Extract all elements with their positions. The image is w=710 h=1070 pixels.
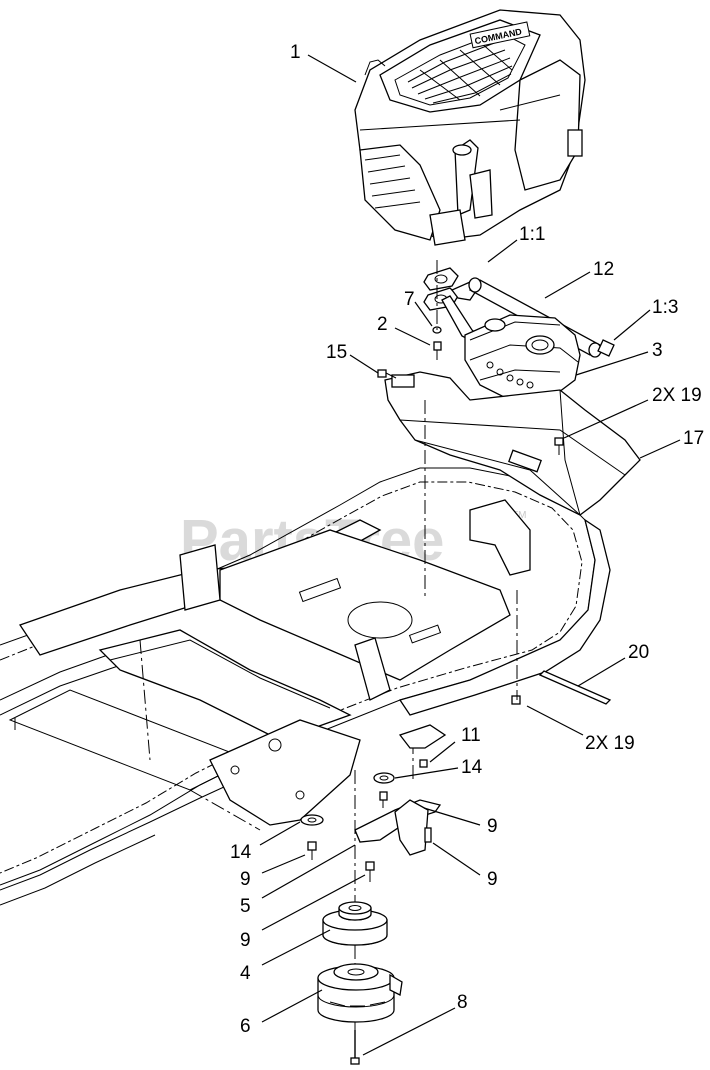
electric-clutch [317, 963, 403, 1023]
bolt-9-mid [365, 861, 375, 882]
pulley [322, 901, 388, 946]
engine-side-box [567, 129, 583, 157]
callout-15: 15 [326, 342, 347, 363]
callout-3: 3 [652, 340, 663, 361]
callout-8: 8 [457, 992, 468, 1013]
callout-1-1: 1:1 [519, 224, 545, 245]
bolt-9-left [307, 841, 317, 860]
bolt-2 [433, 341, 442, 360]
callout-17: 17 [683, 428, 704, 449]
callout-7: 7 [404, 289, 415, 310]
spacer-14-left [300, 814, 324, 826]
callout-14-right: 14 [461, 757, 483, 778]
engine-brand-plaque [469, 21, 531, 49]
callout-20: 20 [628, 642, 649, 663]
callout-labels: 1 1:1 12 1:3 7 2 3 15 2X 19 17 20 2X 19 … [230, 42, 704, 1037]
bolt-19-top [554, 437, 564, 455]
shield-tab-left [391, 374, 415, 388]
callout-2x19-top: 2X 19 [652, 385, 702, 406]
long-bolt [350, 1030, 360, 1065]
bolt-19-bottom [511, 695, 521, 705]
callout-12: 12 [593, 259, 614, 280]
clutch-bracket [354, 799, 442, 856]
bolt-small-right [379, 791, 388, 808]
callout-1-3: 1:3 [652, 297, 678, 318]
spacer-14-right [373, 772, 395, 784]
callout-5: 5 [240, 896, 251, 917]
bolt-11 [419, 759, 428, 768]
callout-1: 1 [290, 42, 301, 63]
muffler [464, 314, 581, 401]
bolt-15 [377, 369, 397, 379]
callout-2x19-bottom: 2X 19 [585, 733, 635, 754]
upper-bracket [398, 724, 447, 749]
callout-14-left: 14 [230, 842, 252, 863]
leader-lines [259, 54, 681, 1056]
chassis-frame [0, 467, 611, 906]
engine-assembly: COMMAND [354, 9, 586, 246]
callout-4: 4 [240, 963, 251, 984]
watermark-trademark: TM [512, 510, 526, 521]
rod-20 [538, 670, 612, 705]
heat-shield [384, 371, 641, 516]
callout-9-right-lower: 9 [487, 869, 498, 890]
engine-grill [394, 31, 526, 106]
callout-9-lower: 9 [240, 930, 251, 951]
callout-6: 6 [240, 1016, 251, 1037]
shield-tab-right [508, 449, 542, 473]
callout-9-right-upper: 9 [487, 816, 498, 837]
callout-2: 2 [377, 314, 388, 335]
callout-9-left: 9 [240, 869, 251, 890]
callout-11: 11 [461, 725, 481, 746]
